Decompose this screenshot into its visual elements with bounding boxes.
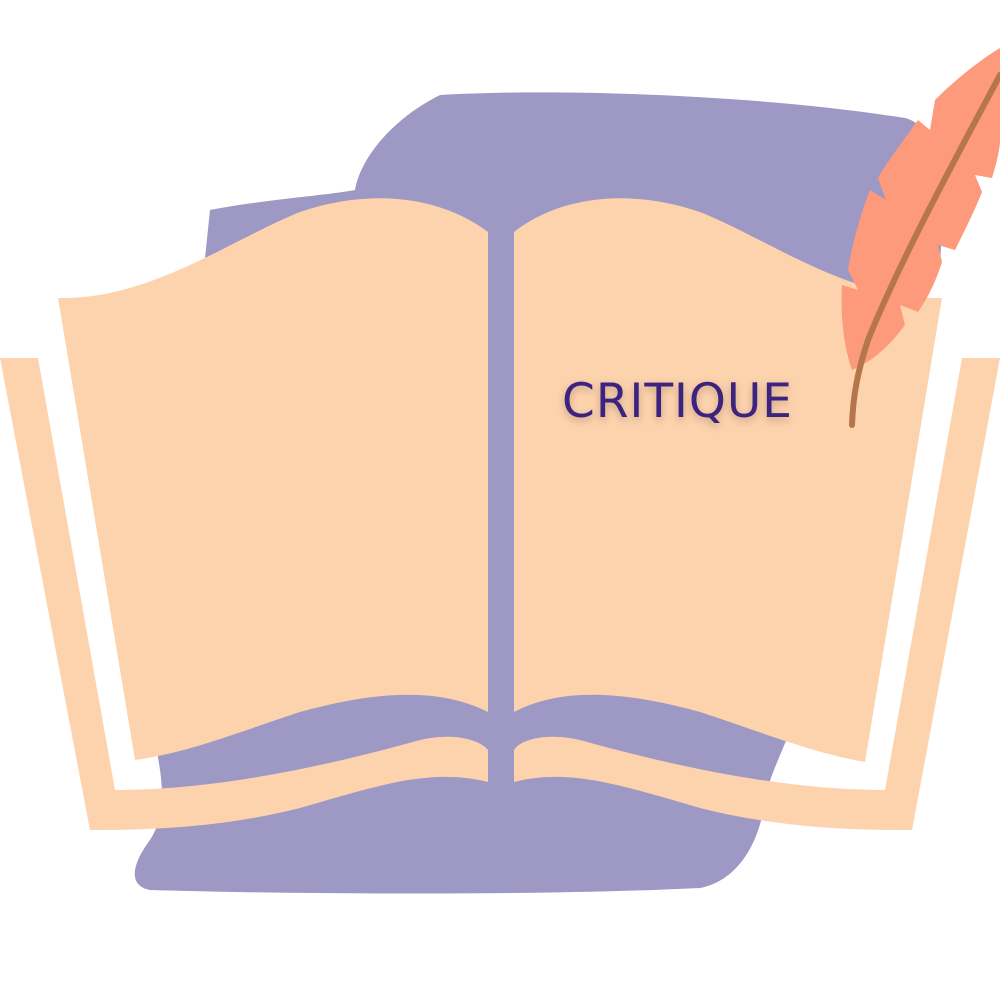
feather-vane bbox=[841, 48, 1000, 370]
left-page bbox=[58, 198, 488, 761]
quill-feather-icon bbox=[841, 48, 1000, 428]
critique-title: CRITIQUE bbox=[562, 374, 793, 429]
feather-shaft bbox=[849, 72, 1000, 428]
open-book-icon bbox=[0, 198, 1000, 830]
right-page bbox=[514, 198, 942, 763]
book-spine bbox=[488, 225, 514, 785]
